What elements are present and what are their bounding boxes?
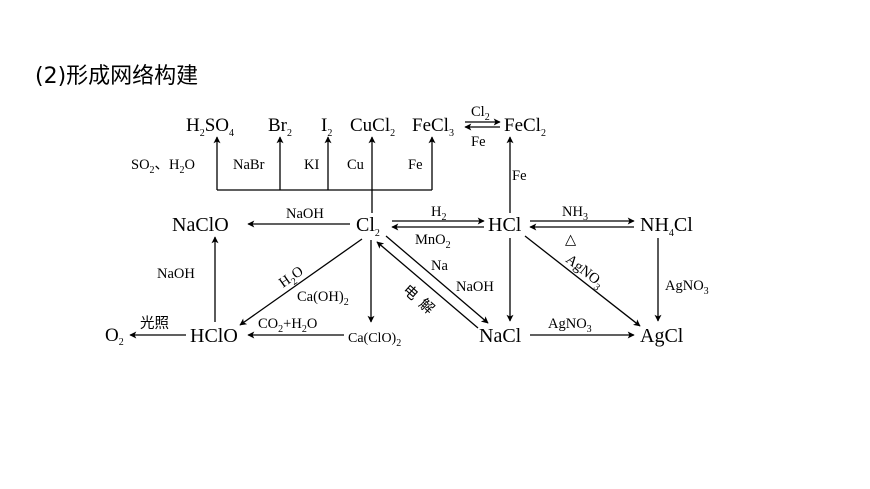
label-nh3: NH3 bbox=[562, 204, 588, 223]
label-dian: 电 bbox=[399, 281, 421, 303]
node-i2: I2 bbox=[321, 115, 332, 139]
label-nabr: NaBr bbox=[233, 157, 265, 173]
label-delta: △ bbox=[565, 232, 577, 248]
label-naoh-right: NaOH bbox=[456, 279, 494, 295]
arrow-cl2-to-nacl bbox=[385, 235, 489, 324]
node-nh4cl: NH4Cl bbox=[640, 214, 693, 239]
label-naoh-1: NaOH bbox=[286, 206, 324, 222]
label-agno3-bottom: AgNO3 bbox=[548, 316, 592, 335]
node-cl2: Cl2 bbox=[356, 214, 380, 239]
node-hclo: HClO bbox=[190, 325, 238, 347]
section-title: (2)形成网络构建 bbox=[35, 64, 199, 89]
node-hcl: HCl bbox=[488, 214, 522, 236]
label-co2-h2o: CO2+H2O bbox=[258, 316, 317, 335]
node-agcl: AgCl bbox=[640, 325, 684, 347]
node-naclo: NaClO bbox=[172, 214, 229, 236]
label-naoh-left: NaOH bbox=[157, 266, 195, 282]
label-mno2: MnO2 bbox=[415, 232, 451, 251]
arrow-hcl-to-agcl bbox=[524, 235, 641, 327]
label-fe-1: Fe bbox=[408, 157, 423, 173]
node-ca-clo2: Ca(ClO)2 bbox=[348, 331, 401, 349]
label-fe-vertical: Fe bbox=[512, 168, 527, 184]
label-cu: Cu bbox=[347, 157, 364, 173]
node-br2: Br2 bbox=[268, 115, 292, 139]
node-o2: O2 bbox=[105, 325, 124, 348]
label-fe-bottom: Fe bbox=[471, 134, 486, 150]
label-so2-h2o: SO2、H2O bbox=[131, 157, 195, 176]
node-nacl: NaCl bbox=[479, 325, 522, 347]
node-fecl3: FeCl3 bbox=[412, 115, 454, 139]
label-ki: KI bbox=[304, 157, 319, 173]
arrow-nacl-to-cl2 bbox=[376, 241, 479, 329]
node-cucl2: CuCl2 bbox=[350, 115, 395, 139]
label-caoh2: Ca(OH)2 bbox=[297, 289, 349, 308]
label-agno3-diag: AgNO3 bbox=[561, 252, 607, 294]
label-cl2-top: Cl2 bbox=[471, 104, 490, 123]
label-na: Na bbox=[431, 258, 448, 274]
node-fecl2: FeCl2 bbox=[504, 115, 546, 139]
label-agno3-right: AgNO3 bbox=[665, 278, 709, 297]
node-h2so4: H2SO4 bbox=[186, 115, 234, 139]
label-jie: 解 bbox=[415, 295, 437, 317]
arrow-cl2-to-hclo bbox=[239, 238, 363, 326]
label-guangzhao: 光照 bbox=[140, 315, 169, 332]
label-h2: H2 bbox=[431, 204, 446, 223]
